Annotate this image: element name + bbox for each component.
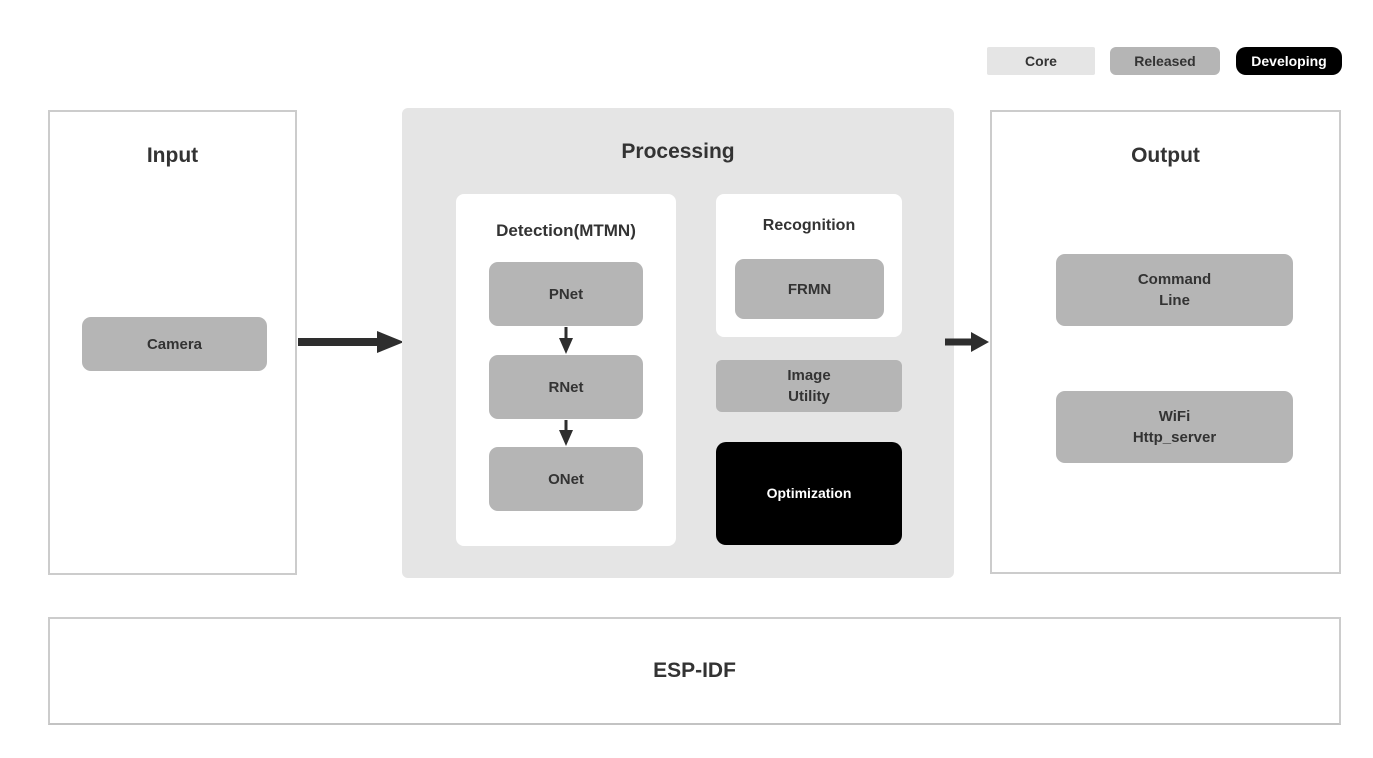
- right-arrow-icon: [298, 331, 404, 353]
- down-arrow-icon: [559, 327, 573, 354]
- camera-module: Camera: [82, 317, 267, 371]
- command-line-module: Command Line: [1056, 254, 1293, 326]
- legend-core-label: Core: [1025, 53, 1057, 69]
- detection-title: Detection(MTMN): [496, 221, 636, 240]
- processing-panel: Processing Detection(MTMN) PNet RNet ONe…: [402, 108, 954, 578]
- recognition-title: Recognition: [762, 217, 856, 234]
- image-utility-module: Image Utility: [716, 360, 902, 412]
- frmn-module: FRMN: [735, 259, 884, 319]
- output-panel: Output Command Line WiFi Http_server: [990, 110, 1341, 574]
- detection-subpanel: Detection(MTMN) PNet RNet ONet: [456, 194, 676, 546]
- esp-idf-panel: ESP-IDF: [48, 617, 1341, 725]
- legend-core-badge: Core: [987, 47, 1095, 75]
- arrow-processing-to-output: [945, 332, 989, 352]
- down-arrow-icon: [559, 420, 573, 446]
- onet-module: ONet: [489, 447, 643, 511]
- input-panel-title: Input: [146, 144, 199, 167]
- wifi-http-server-module: WiFi Http_server: [1056, 391, 1293, 463]
- legend-developing-label: Developing: [1251, 53, 1327, 69]
- legend-released-label: Released: [1134, 53, 1196, 69]
- recognition-subpanel: Recognition FRMN: [716, 194, 902, 337]
- pnet-module: PNet: [489, 262, 643, 326]
- legend-developing-badge: Developing: [1236, 47, 1342, 75]
- output-panel-title: Output: [1131, 144, 1200, 167]
- legend-released-badge: Released: [1110, 47, 1220, 75]
- rnet-module: RNet: [489, 355, 643, 419]
- input-panel: Input Camera: [48, 110, 297, 575]
- arrow-input-to-processing: [298, 330, 404, 354]
- arrow-pnet-to-rnet: [550, 327, 582, 354]
- right-arrow-icon: [945, 332, 989, 352]
- arrow-rnet-to-onet: [550, 420, 582, 446]
- optimization-module: Optimization: [716, 442, 902, 545]
- processing-panel-title: Processing: [621, 140, 735, 163]
- esp-idf-title: ESP-IDF: [653, 659, 736, 682]
